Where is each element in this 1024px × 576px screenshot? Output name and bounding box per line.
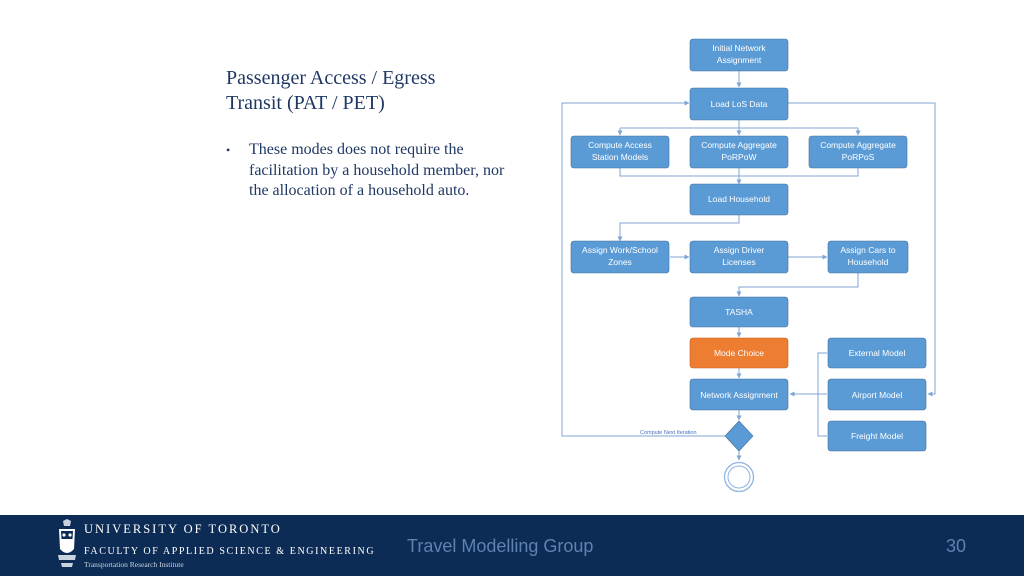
bullet-marker: • [226, 143, 231, 157]
node-label: Freight Model [851, 431, 903, 441]
node-label: Compute Aggregate [820, 140, 896, 150]
node-label: Household [848, 257, 889, 267]
page-number: 30 [946, 536, 967, 556]
node-label: External Model [849, 348, 906, 358]
faculty-name: FACULTY OF APPLIED SCIENCE & ENGINEERING [84, 546, 376, 557]
node-label: Zones [608, 257, 632, 267]
node-freight-model: Freight Model [827, 420, 927, 452]
decision-diamond [724, 420, 754, 452]
node-label: Assign Driver [714, 245, 765, 255]
node-label: TASHA [725, 307, 753, 317]
edge-right-loop [788, 102, 936, 397]
flowchart: Compute Next Iteration Initial Network A… [561, 38, 936, 493]
node-mode-choice: Mode Choice [689, 337, 789, 369]
node-label: Compute Access [588, 140, 652, 150]
node-label: Licenses [722, 257, 756, 267]
loop-label: Compute Next Iteration [640, 430, 697, 436]
node-initial-network-assignment: Initial Network Assignment [689, 38, 789, 72]
end-node [723, 461, 755, 493]
title-line-2: Transit (PAT / PET) [226, 92, 385, 114]
node-compute-access-station-models: Compute Access Station Models [570, 135, 670, 169]
node-label: Compute Aggregate [701, 140, 777, 150]
node-label: Network Assignment [700, 390, 778, 400]
node-label: Station Models [592, 152, 648, 162]
group-name: Travel Modelling Group [407, 536, 594, 556]
node-tasha: TASHA [689, 296, 789, 328]
node-label: Assignment [717, 55, 762, 65]
node-assign-driver-licenses: Assign Driver Licenses [689, 240, 789, 274]
node-label: PoRPoS [842, 152, 875, 162]
node-label: Mode Choice [714, 348, 764, 358]
edge-to-tasha [736, 273, 859, 297]
node-label: Assign Work/School [582, 245, 658, 255]
node-label: Airport Model [852, 390, 903, 400]
institute-name: Transportation Research Institute [84, 560, 184, 569]
footer-bar: UNIVERSITY OF TORONTO FACULTY OF APPLIED… [0, 515, 1024, 576]
node-external-model: External Model [827, 337, 927, 369]
title-line-1: Passenger Access / Egress [226, 67, 436, 89]
node-label: Load Household [708, 194, 770, 204]
node-load-household: Load Household [689, 183, 789, 216]
node-assign-work-school-zones: Assign Work/School Zones [570, 240, 670, 274]
node-compute-aggregate-porpos: Compute Aggregate PoRPoS [808, 135, 908, 169]
node-compute-aggregate-porpow: Compute Aggregate PoRPoW [689, 135, 789, 169]
bullet-text: These modes does not require the facilit… [249, 141, 505, 199]
node-label: Load LoS Data [711, 99, 768, 109]
edge-to-work-school [617, 215, 740, 242]
node-load-los-data: Load LoS Data [689, 87, 789, 121]
node-label: Assign Cars to [840, 245, 896, 255]
university-crest-icon [58, 519, 76, 567]
node-airport-model: Airport Model [827, 378, 927, 411]
node-label: Initial Network [712, 43, 766, 53]
node-label: PoRPoW [722, 152, 757, 162]
node-network-assignment: Network Assignment [689, 378, 789, 411]
flowchart-edges [561, 71, 936, 461]
slide-title: Passenger Access / Egress Transit (PAT /… [226, 66, 526, 116]
edge-iteration-loop [561, 100, 726, 437]
university-name: UNIVERSITY OF TORONTO [84, 522, 282, 536]
node-assign-cars-to-household: Assign Cars to Household [827, 240, 909, 274]
